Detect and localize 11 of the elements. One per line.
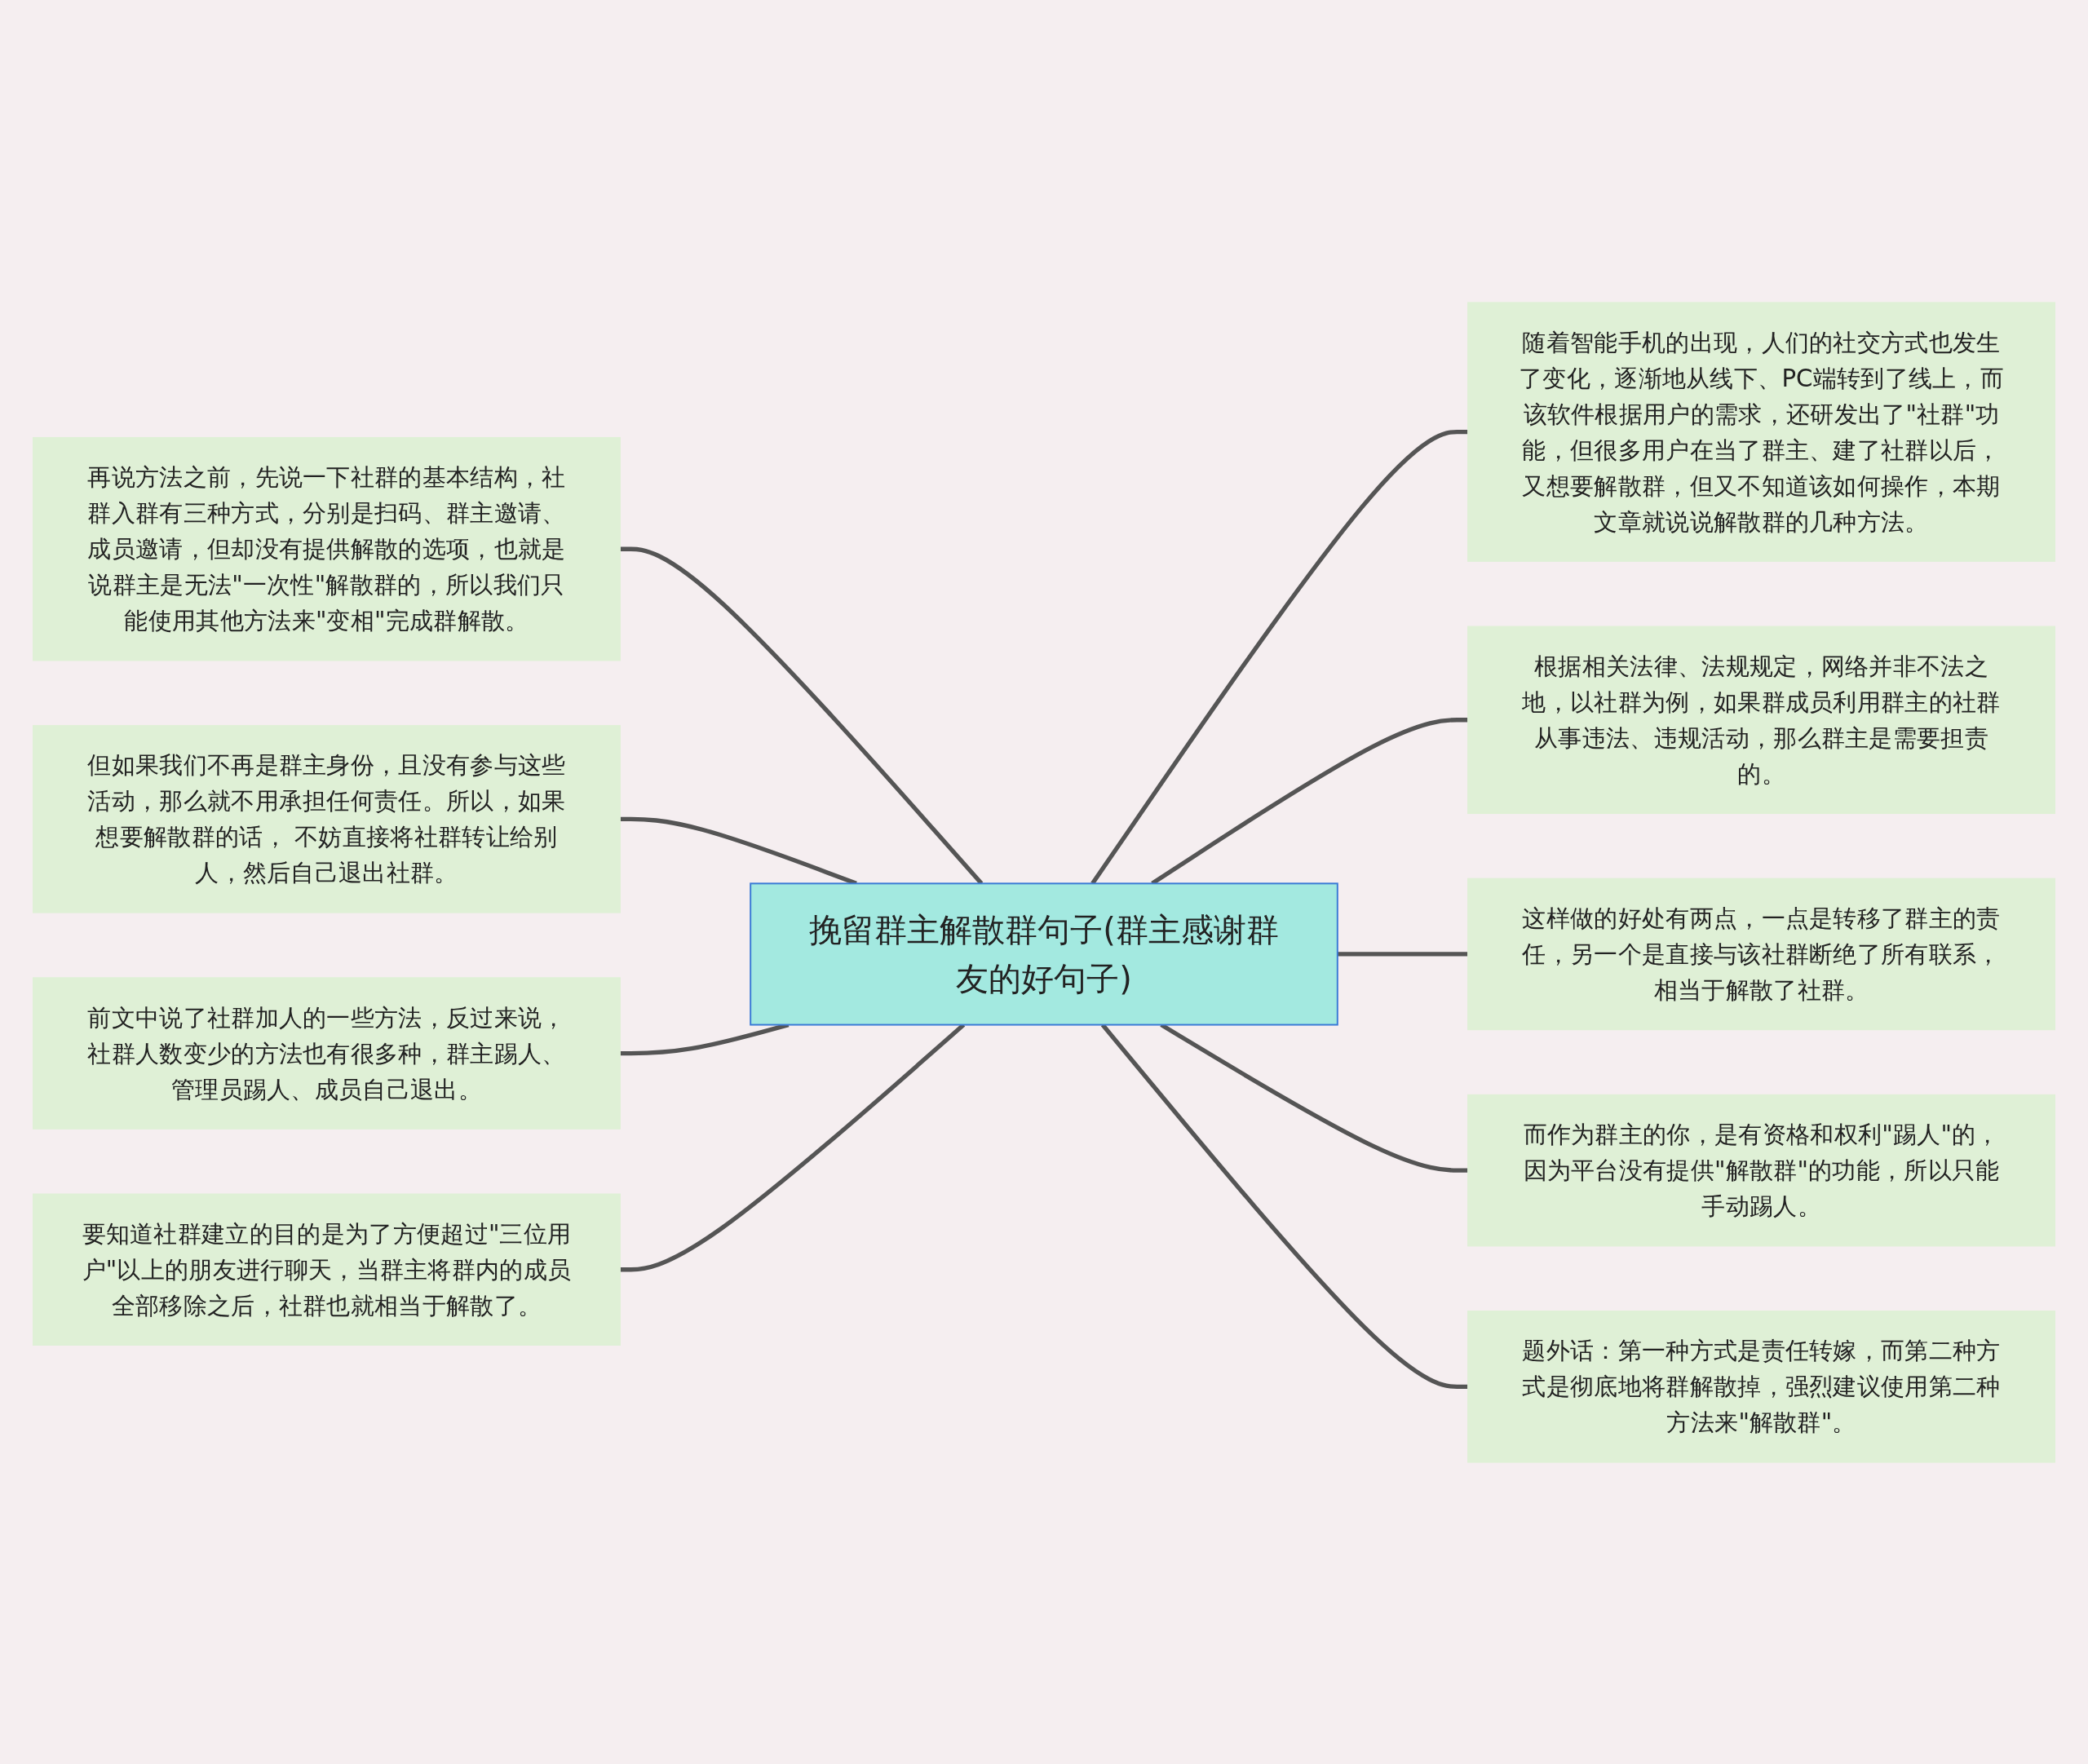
node-box: 这样做的好处有两点，一点是转移了群主的责任，另一个是直接与该社群断绝了所有联系，相当于解散了社群。 [1467,878,2055,1030]
node-box: 而作为群主的你，是有资格和权利"踢人"的，因为平台没有提供"解散群"的功能，所以只能手动踢人。 [1467,1094,2055,1246]
node-box: 题外话：第一种方式是责任转嫁，而第二种方式是彻底地将群解散掉，强烈建议使用第二种方法来"解散群"。 [1467,1310,2055,1463]
node-box: 但如果我们不再是群主身份，且没有参与这些活动，那么就不用承担任何责任。所以，如果想要解散群的话， 不妨直接将社群转让给别人，然后自己退出社群。 [33,724,621,913]
node-box: 挽留群主解散群句子(群主感谢群友的好句子) [750,882,1338,1026]
node-box: 根据相关法律、法规规定，网络并非不法之地，以社群为例，如果群成员利用群主的社群从事违法、违规活动，那么群主是需要担责的。 [1467,626,2055,814]
node-box: 随着智能手机的出现，人们的社交方式也发生了变化，逐渐地从线下、PC端转到了线上，而该软件根据用户的需求，还研发出了"社群"功能，但很多用户在当了群主、建了社群以后，又想要解散群，但又不知道该如何操作，本期文章就说说解散群的几种方法。 [1467,301,2055,562]
connector [1337,951,1468,957]
node-box: 再说方法之前，先说一下社群的基本结构，社群入群有三种方式，分别是扫码、群主邀请、成员邀请，但却没有提供解散的选项，也就是说群主是无法"一次性"解散群的，所以我们只能使用其他方法来"变相"完成群解散。 [33,436,621,661]
node-box: 前文中说了社群加人的一些方法，反过来说，社群人数变少的方法也有很多种，群主踢人、管理员踢人、成员自己退出。 [33,976,621,1130]
node-box: 要知道社群建立的目的是为了方便超过"三位用户"以上的朋友进行聊天，当群主将群内的成员全部移除之后，社群也就相当于解散了。 [33,1192,621,1346]
